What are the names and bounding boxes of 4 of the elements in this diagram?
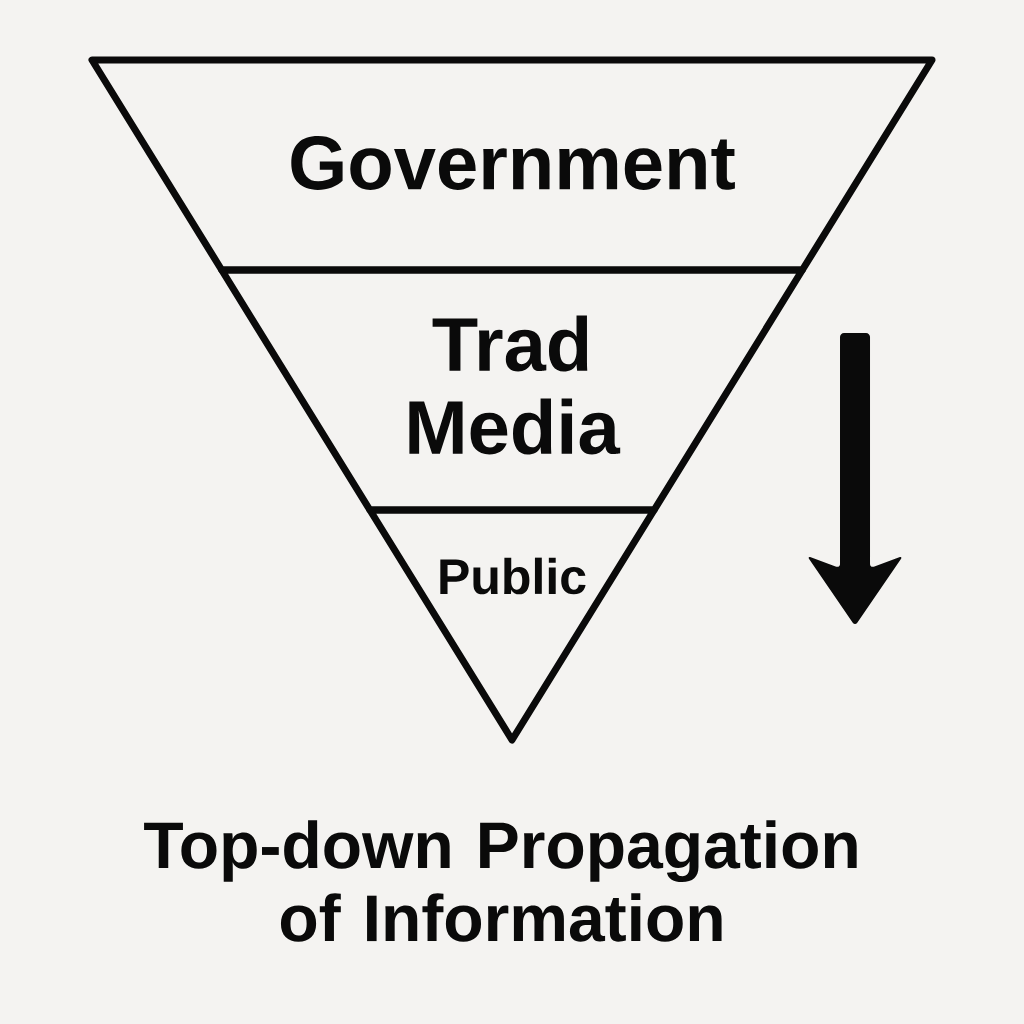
funnel-band: Public [366,506,658,744]
caption: Top-down Propagation of Information [144,820,857,942]
funnel-band: Government [88,56,936,274]
funnel-band: Trad Media [218,266,806,514]
